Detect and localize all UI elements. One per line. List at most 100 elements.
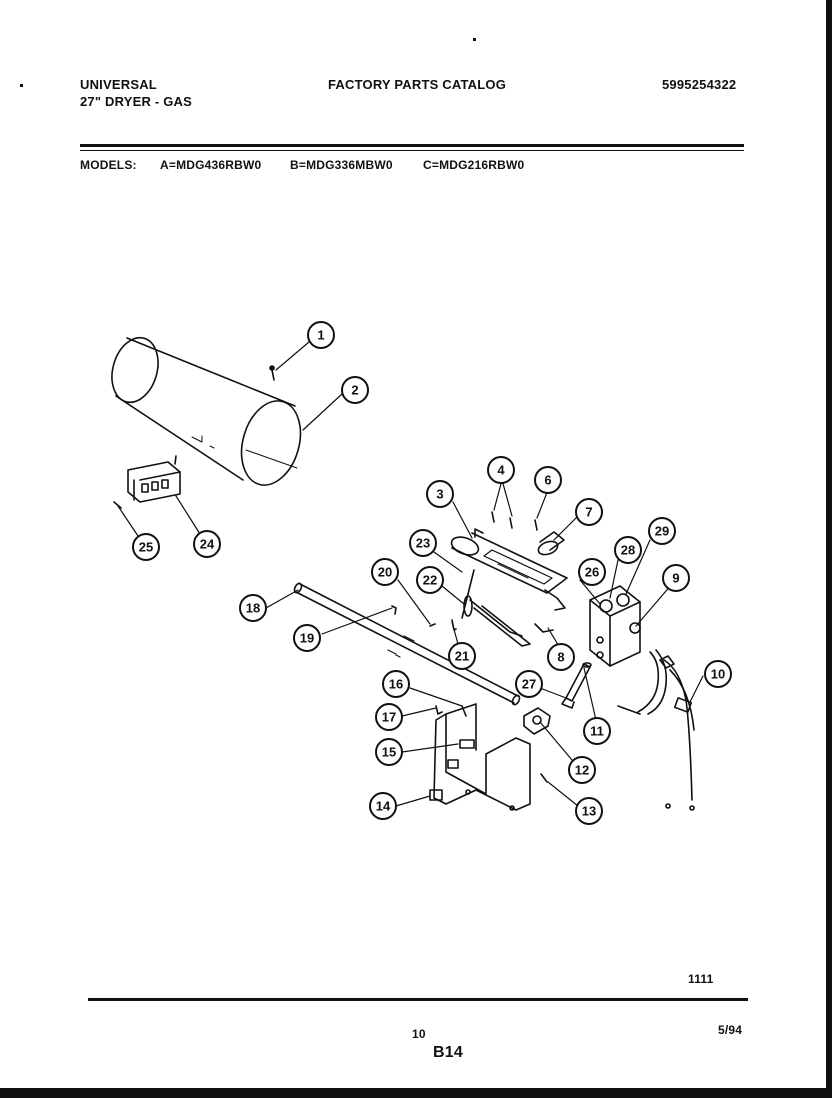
callout-27: 27 xyxy=(515,670,543,698)
callout-18: 18 xyxy=(239,594,267,622)
callout-circle xyxy=(416,566,444,594)
callout-21: 21 xyxy=(448,642,476,670)
callout-circle xyxy=(534,466,562,494)
callout-23: 23 xyxy=(409,529,437,557)
callout-number: 26 xyxy=(585,565,599,580)
callout-circle xyxy=(547,643,575,671)
callout-14: 14 xyxy=(369,792,397,820)
screws-16-17-drawing xyxy=(435,705,467,717)
callout-number: 6 xyxy=(544,473,551,488)
callout-circle xyxy=(568,756,596,784)
callout-29: 29 xyxy=(648,517,676,545)
callout-number: 1 xyxy=(317,328,324,343)
callout-number: 15 xyxy=(382,745,396,760)
callout-number: 28 xyxy=(621,543,635,558)
callout-circle xyxy=(614,536,642,564)
callout-16: 16 xyxy=(382,670,410,698)
callout-circle xyxy=(193,530,221,558)
callout-17: 17 xyxy=(375,703,403,731)
mounting-bracket-drawing xyxy=(429,703,531,811)
callout-number: 21 xyxy=(455,649,469,664)
screw-25-drawing xyxy=(113,501,122,509)
callout-markers: 1234678910111213141516171819202122232425… xyxy=(132,321,732,825)
callout-circle xyxy=(409,529,437,557)
model-b: B=MDG336MBW0 xyxy=(290,158,393,172)
callout-20: 20 xyxy=(371,558,399,586)
models-label: MODELS: xyxy=(80,158,137,172)
section-code: B14 xyxy=(433,1044,463,1061)
igniter-bracket-drawing xyxy=(450,528,568,647)
callout-9: 9 xyxy=(662,564,690,592)
callout-number: 7 xyxy=(585,505,592,520)
leader-lines xyxy=(117,341,704,807)
callout-number: 22 xyxy=(423,573,437,588)
callout-circle xyxy=(307,321,335,349)
catalog-title: FACTORY PARTS CATALOG xyxy=(328,77,507,92)
scan-speck xyxy=(473,38,476,41)
callout-circle xyxy=(341,376,369,404)
callout-19: 19 xyxy=(293,624,321,652)
callout-circle xyxy=(371,558,399,586)
callout-1: 1 xyxy=(307,321,335,349)
callout-circle xyxy=(132,533,160,561)
callout-10: 10 xyxy=(704,660,732,688)
callout-28: 28 xyxy=(614,536,642,564)
callout-circle xyxy=(648,517,676,545)
callout-circle xyxy=(448,642,476,670)
terminal-block-drawing xyxy=(127,455,181,503)
callout-25: 25 xyxy=(132,533,160,561)
callout-circle xyxy=(487,456,515,484)
callout-number: 4 xyxy=(497,463,505,478)
scan-speck xyxy=(20,84,23,87)
callout-8: 8 xyxy=(547,643,575,671)
catalog-number: 5995254322 xyxy=(662,77,737,92)
screw-1-drawing xyxy=(269,365,275,381)
burner-tube-drawing xyxy=(293,582,521,706)
callout-number: 14 xyxy=(376,799,391,814)
callout-number: 27 xyxy=(522,677,536,692)
burner-small-parts-drawing xyxy=(391,605,457,631)
callout-number: 13 xyxy=(582,804,596,819)
callout-circle xyxy=(575,498,603,526)
callout-number: 9 xyxy=(672,571,679,586)
wire-harness-drawing xyxy=(617,649,695,811)
callout-number: 23 xyxy=(416,536,430,551)
callout-number: 3 xyxy=(436,487,443,502)
scan-edge-bottom xyxy=(0,1088,832,1098)
model-c: C=MDG216RBW0 xyxy=(423,158,525,172)
callout-4: 4 xyxy=(487,456,515,484)
gas-valve-drawing xyxy=(589,585,641,667)
callout-6: 6 xyxy=(534,466,562,494)
callout-circle xyxy=(515,670,543,698)
callout-number: 25 xyxy=(139,540,153,555)
callout-number: 20 xyxy=(378,565,392,580)
combustion-chamber-drawing xyxy=(111,336,302,486)
screws-4-drawing xyxy=(491,511,538,531)
footer-rule xyxy=(88,998,748,1001)
callout-number: 29 xyxy=(655,524,669,539)
callout-circle xyxy=(426,480,454,508)
callout-circle xyxy=(239,594,267,622)
callout-number: 24 xyxy=(200,537,215,552)
brand-name: UNIVERSAL xyxy=(80,77,157,92)
callout-12: 12 xyxy=(568,756,596,784)
orifice-pipe-drawing xyxy=(561,662,592,709)
callout-number: 16 xyxy=(389,677,403,692)
callout-circle xyxy=(575,797,603,825)
callout-circle xyxy=(578,558,606,586)
callout-number: 2 xyxy=(351,383,358,398)
scan-edge-right xyxy=(826,0,832,1098)
callout-circle xyxy=(382,670,410,698)
callout-7: 7 xyxy=(575,498,603,526)
flame-sensor-drawing xyxy=(537,531,565,556)
model-a: A=MDG436RBW0 xyxy=(160,158,262,172)
header-rule-thin xyxy=(80,150,744,151)
callout-3: 3 xyxy=(426,480,454,508)
date-code: 5/94 xyxy=(718,1023,743,1037)
callout-circle xyxy=(369,792,397,820)
callout-number: 8 xyxy=(557,650,564,665)
callout-number: 11 xyxy=(590,724,604,739)
product-name: 27" DRYER - GAS xyxy=(80,94,192,109)
